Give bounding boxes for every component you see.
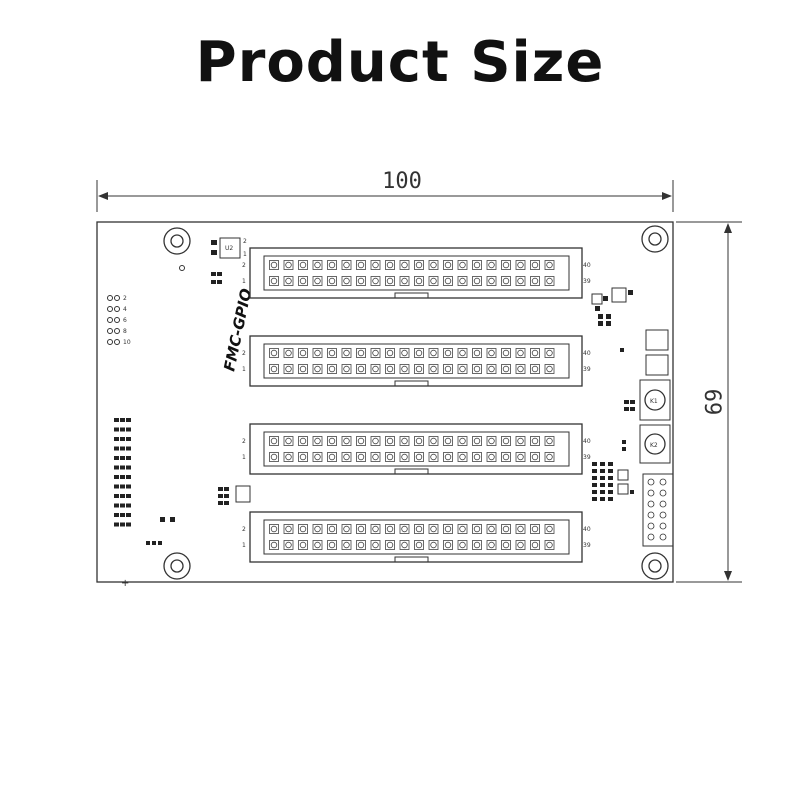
button-k2	[644, 433, 666, 455]
svg-text:40: 40	[583, 526, 591, 533]
width-dimension: 100	[96, 169, 674, 212]
svg-text:+: +	[121, 578, 129, 589]
svg-text:1: 1	[242, 454, 246, 461]
svg-text:1: 1	[242, 366, 246, 373]
height-dimension-label: 69	[699, 389, 724, 416]
svg-text:10: 10	[123, 339, 131, 346]
chip-u2: U2 2 1	[211, 237, 247, 259]
svg-text:39: 39	[583, 454, 591, 461]
svg-text:40: 40	[583, 262, 591, 269]
push-buttons: K1 K2	[639, 329, 671, 464]
svg-text:2: 2	[242, 438, 246, 445]
svg-text:8: 8	[123, 328, 127, 335]
svg-text:2: 2	[242, 526, 246, 533]
button-k1	[644, 389, 666, 411]
mounting-hole	[641, 225, 669, 253]
svg-text:2: 2	[243, 238, 247, 245]
left-header-labels: 2 4 6 8 10	[107, 295, 131, 346]
svg-text:39: 39	[583, 366, 591, 373]
svg-text:39: 39	[583, 542, 591, 549]
height-dimension: 69	[676, 221, 742, 583]
svg-text:4: 4	[123, 306, 127, 313]
svg-text:U2: U2	[225, 245, 233, 252]
connector-header: 2 1 40 39	[242, 511, 591, 563]
mounting-hole	[641, 552, 669, 580]
connectors: 2 1 40 39 2 1 40 39 2 1 40 39 2 1 40 39	[242, 247, 591, 563]
page-title: Product Size	[195, 30, 605, 95]
width-dimension-label: 100	[382, 169, 422, 194]
svg-text:40: 40	[583, 350, 591, 357]
mounting-hole	[163, 227, 191, 255]
svg-text:K2: K2	[650, 442, 658, 449]
right-pin-header	[642, 473, 674, 547]
connector-header: 2 1 40 39	[242, 423, 591, 475]
svg-text:1: 1	[243, 251, 247, 258]
svg-text:2: 2	[123, 295, 127, 302]
svg-text:K1: K1	[650, 398, 658, 405]
svg-text:1: 1	[242, 278, 246, 285]
connector-header: 2 1 40 39	[242, 335, 591, 387]
svg-text:39: 39	[583, 278, 591, 285]
svg-text:1: 1	[242, 542, 246, 549]
mounting-hole	[163, 552, 191, 580]
smd-components	[114, 272, 667, 545]
svg-text:2: 2	[242, 350, 246, 357]
svg-text:6: 6	[123, 317, 127, 324]
svg-text:40: 40	[583, 438, 591, 445]
connector-header: 2 1 40 39	[242, 247, 591, 299]
svg-text:2: 2	[242, 262, 246, 269]
mounting-holes	[163, 225, 669, 580]
